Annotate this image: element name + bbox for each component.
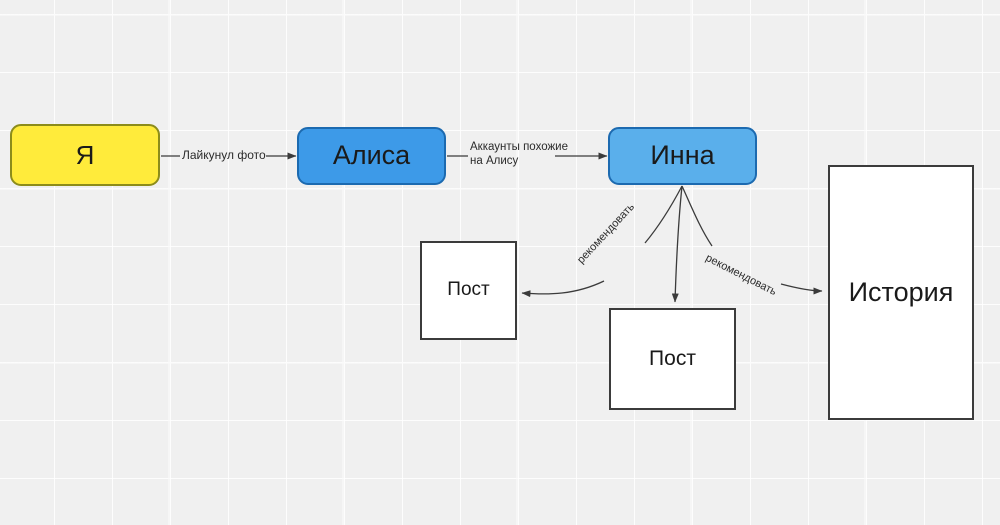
edge-label-similar-accounts-line1: Аккаунты похожие xyxy=(470,141,568,153)
edge-inna-to-history-upper xyxy=(681,185,713,247)
edge-label-similar-accounts: Аккаунты похожие на Алису xyxy=(470,140,600,169)
node-alisa[interactable]: Алиса xyxy=(297,127,446,185)
node-inna[interactable]: Инна xyxy=(608,127,757,185)
node-history[interactable]: История xyxy=(828,165,974,420)
edge-inna-to-history-lower xyxy=(780,283,823,295)
edge-label-like-photo: Лайкунул фото xyxy=(182,148,266,162)
node-post-bottom[interactable]: Пост xyxy=(609,308,736,410)
edge-inna-to-post-left-lower xyxy=(521,280,605,298)
edge-label-similar-accounts-line2: на Алису xyxy=(470,155,519,168)
edge-inna-to-post-left-upper xyxy=(644,185,683,244)
edge-inna-to-post-bottom xyxy=(671,185,683,303)
node-me[interactable]: Я xyxy=(10,124,160,186)
node-post-left[interactable]: Пост xyxy=(420,241,517,340)
